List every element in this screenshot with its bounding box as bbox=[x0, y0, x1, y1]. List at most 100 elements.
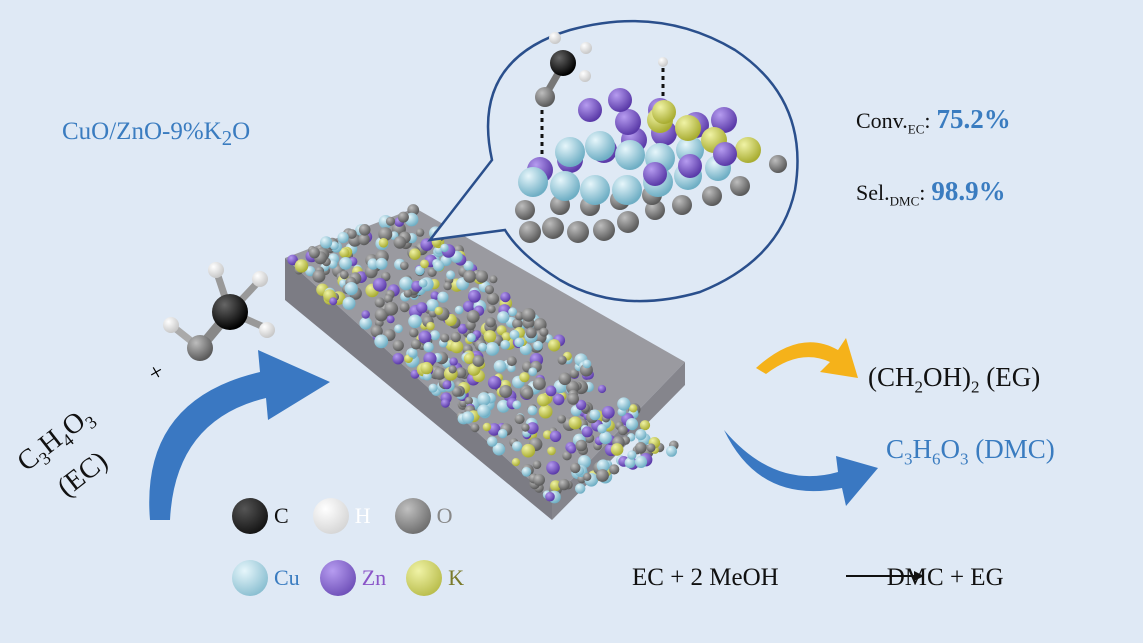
surface-atom bbox=[567, 221, 589, 243]
reactant-arrow bbox=[149, 350, 330, 520]
slab-atom bbox=[440, 398, 450, 408]
slab-atom bbox=[546, 461, 560, 475]
slab-atom bbox=[635, 429, 647, 441]
slab-atom bbox=[446, 270, 456, 280]
slab-atom bbox=[399, 302, 410, 313]
slab-atom bbox=[629, 404, 638, 413]
slab-atom bbox=[372, 277, 387, 292]
surface-atom bbox=[550, 171, 580, 201]
slab-atom bbox=[569, 368, 579, 379]
slab-atom bbox=[635, 442, 647, 454]
slab-atom bbox=[294, 259, 309, 273]
slab-atom bbox=[475, 270, 488, 283]
slab-atom bbox=[634, 455, 648, 468]
slab-atom bbox=[553, 393, 565, 406]
slab-atom bbox=[442, 380, 452, 390]
slab-atom bbox=[433, 367, 447, 380]
slab-atom bbox=[470, 423, 480, 433]
slab-atom bbox=[440, 333, 450, 343]
legend-item-h: H bbox=[312, 498, 371, 534]
legend-item-o: O bbox=[394, 498, 452, 534]
slab-atom bbox=[483, 330, 497, 343]
slab-atom bbox=[582, 359, 592, 369]
slab-atom bbox=[320, 236, 333, 249]
surface-atom bbox=[617, 211, 639, 233]
slab-atom bbox=[347, 229, 357, 239]
surface-atom bbox=[711, 107, 737, 133]
slab-atom bbox=[393, 236, 407, 249]
slab-atom bbox=[486, 292, 500, 305]
slab-atom bbox=[420, 361, 433, 375]
slab-atom bbox=[589, 409, 601, 421]
slab-atom bbox=[525, 327, 537, 339]
slab-atom bbox=[666, 445, 677, 457]
slab-atom bbox=[533, 340, 543, 351]
slab-atom bbox=[374, 297, 385, 308]
slab-atom bbox=[464, 396, 473, 405]
slab-atom bbox=[557, 414, 566, 424]
slab-atom bbox=[646, 443, 656, 453]
surface-atom bbox=[675, 115, 701, 141]
slab-atom bbox=[443, 281, 452, 291]
slab-atom bbox=[508, 307, 517, 317]
slab-atom bbox=[392, 353, 404, 365]
slab-atom bbox=[609, 464, 620, 475]
slab-atom bbox=[532, 460, 542, 470]
product-eg: (CH2OH)2 (EG) bbox=[868, 362, 1041, 397]
slab-atom bbox=[428, 383, 438, 393]
slab-atom bbox=[370, 325, 383, 338]
conversion-stat: Conv.EC:75.2% bbox=[856, 104, 1011, 137]
slab-atom bbox=[329, 297, 338, 306]
slab-atom bbox=[527, 405, 538, 416]
slab-atom bbox=[451, 386, 462, 397]
slab-atom bbox=[533, 474, 545, 486]
reaction-equation: EC + 2 MeOH DMC + EG bbox=[632, 564, 1004, 592]
surface-atom bbox=[730, 176, 750, 196]
slab-atom bbox=[487, 436, 498, 447]
slab-atom bbox=[521, 443, 536, 458]
surface-atom bbox=[702, 186, 722, 206]
slab-atom bbox=[568, 416, 582, 430]
surface-atom bbox=[593, 219, 615, 241]
slab-atom bbox=[312, 269, 326, 283]
slab-atom bbox=[466, 310, 480, 323]
legend-row-2: Cu Zn K bbox=[232, 560, 464, 596]
slab-atom bbox=[509, 329, 520, 340]
surface-atom bbox=[769, 155, 787, 173]
surface-atom bbox=[615, 109, 641, 135]
slab-atom bbox=[596, 459, 610, 473]
slab-atom bbox=[485, 342, 500, 356]
legend-row-1: C H O bbox=[232, 498, 452, 534]
slab-atom bbox=[543, 430, 552, 440]
slab-atom bbox=[384, 294, 393, 304]
slab-atom bbox=[358, 233, 370, 246]
slab-atom bbox=[374, 334, 389, 349]
slab-atom bbox=[429, 330, 440, 341]
slab-atom bbox=[521, 308, 536, 322]
slab-atom bbox=[430, 291, 440, 300]
surface-atom bbox=[652, 100, 676, 124]
slab-atom bbox=[514, 414, 525, 425]
slab-atom bbox=[597, 424, 607, 434]
slab-atom bbox=[501, 332, 512, 342]
slab-atom bbox=[477, 404, 491, 418]
slab-atom bbox=[409, 328, 419, 338]
slab-atom bbox=[440, 243, 449, 253]
slab-atom bbox=[487, 423, 501, 436]
slab-atom bbox=[507, 364, 516, 373]
slab-atom bbox=[521, 423, 530, 432]
slab-atom bbox=[409, 248, 421, 260]
selectivity-stat: Sel.DMC:98.9% bbox=[856, 176, 1006, 209]
copper-ball-icon bbox=[232, 560, 268, 596]
slab-atom bbox=[545, 491, 555, 502]
slab-atom bbox=[498, 428, 508, 439]
slab-atom bbox=[344, 282, 358, 296]
slab-atom bbox=[397, 211, 409, 223]
surface-atom bbox=[519, 221, 541, 243]
slab-atom bbox=[538, 404, 553, 419]
slab-atom bbox=[512, 400, 522, 410]
slab-atom bbox=[466, 333, 476, 342]
slab-atom bbox=[454, 305, 464, 315]
slab-atom bbox=[394, 324, 403, 334]
surface-atom bbox=[542, 217, 564, 239]
